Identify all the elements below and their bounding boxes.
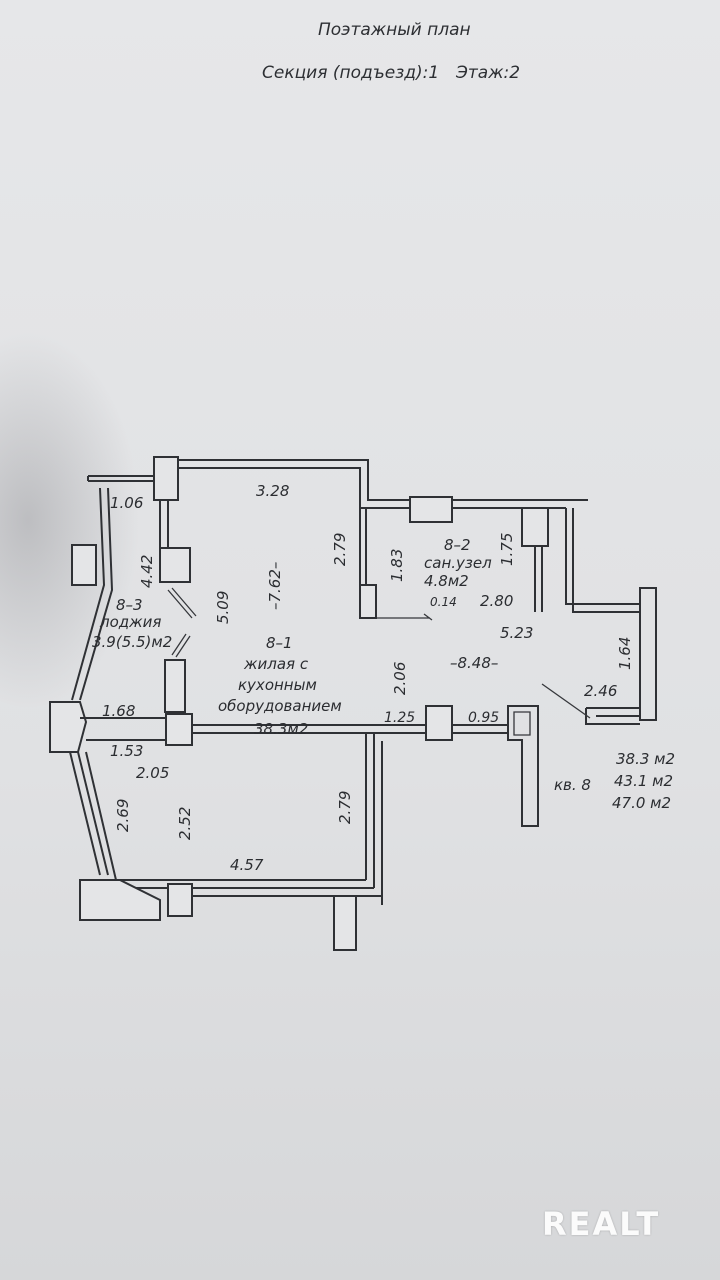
dim-1-75: 1.75 bbox=[498, 533, 516, 566]
right-wall bbox=[639, 587, 657, 721]
dim-1-83: 1.83 bbox=[388, 549, 406, 582]
column-lower bbox=[165, 713, 193, 746]
loggia-area: 3.9(5.5)м2 bbox=[92, 633, 172, 651]
bathroom-top-wall bbox=[452, 499, 588, 509]
apartment-area-living: 38.3 м2 bbox=[616, 750, 675, 768]
bathroom-partition-left bbox=[359, 508, 367, 585]
right-wall-upper bbox=[565, 508, 640, 613]
living-code: 8–1 bbox=[266, 634, 293, 652]
dim-1-53: 1.53 bbox=[110, 742, 143, 760]
dim-1-25: 1.25 bbox=[384, 710, 415, 726]
dim-2-69: 2.69 bbox=[114, 799, 132, 832]
bathroom-shaft bbox=[359, 584, 377, 619]
dim-1-06: 1.06 bbox=[110, 494, 143, 512]
dim-5-23: 5.23 bbox=[500, 624, 533, 642]
dim-4-57: 4.57 bbox=[230, 856, 264, 874]
dim-2-05: 2.05 bbox=[136, 764, 169, 782]
loggia-top-rail bbox=[87, 475, 160, 482]
column-bottom bbox=[167, 883, 193, 917]
bathroom-partition-bottom bbox=[375, 590, 433, 621]
door-swing-upper bbox=[167, 587, 197, 619]
dim-0-95: 0.95 bbox=[468, 710, 499, 726]
dim-2-79-bottom: 2.79 bbox=[336, 791, 354, 824]
living-name-line3: оборудованием bbox=[218, 697, 342, 715]
lower-room-right-wall bbox=[365, 733, 383, 905]
column-upper-mid bbox=[159, 547, 191, 583]
dim-4-42: 4.42 bbox=[138, 555, 156, 588]
dim-7-62: –7.62– bbox=[266, 562, 284, 610]
loggia-name: лоджия bbox=[99, 613, 161, 631]
apartment-label: кв. 8 bbox=[554, 776, 591, 794]
door-swing-lower bbox=[171, 633, 191, 658]
column-top bbox=[153, 456, 179, 501]
dim-2-79-top: 2.79 bbox=[331, 533, 349, 566]
loggia-partition-upper bbox=[159, 500, 169, 548]
bathroom-code: 8–2 bbox=[444, 536, 471, 554]
living-top-wall bbox=[178, 459, 410, 509]
left-pilaster-lower bbox=[79, 879, 161, 921]
bathroom-area: 4.8м2 bbox=[424, 572, 469, 590]
dim-8-48: –8.48– bbox=[450, 654, 498, 672]
corridor-bottom-wall bbox=[192, 724, 508, 734]
column-lower-mid bbox=[164, 659, 186, 713]
dim-1-64: 1.64 bbox=[616, 637, 634, 670]
realt-watermark: REALT bbox=[542, 1205, 661, 1243]
window-top bbox=[409, 496, 453, 523]
page-title: Поэтажный план bbox=[318, 20, 471, 40]
lower-room-bottom-wall bbox=[120, 879, 382, 897]
living-name-line1: жилая с bbox=[243, 655, 309, 673]
loggia-outer-wall-lower bbox=[69, 751, 117, 881]
pointer-line bbox=[541, 683, 591, 719]
right-niche bbox=[585, 707, 640, 725]
floor-label: Этаж:2 bbox=[456, 63, 521, 83]
apartment-area-total: 43.1 м2 bbox=[614, 772, 673, 790]
dim-2-80: 2.80 bbox=[480, 592, 513, 610]
dim-2-46: 2.46 bbox=[584, 682, 617, 700]
loggia-outer-wall-upper bbox=[71, 487, 114, 701]
loggia-side-block bbox=[71, 544, 97, 586]
bathroom-name: сан.узел bbox=[424, 554, 492, 572]
entry-door bbox=[513, 711, 531, 736]
entry-wall bbox=[507, 705, 539, 827]
dim-1-68: 1.68 bbox=[102, 702, 135, 720]
dim-2-52: 2.52 bbox=[176, 807, 194, 840]
loggia-partition-lower bbox=[80, 717, 166, 741]
living-area: 38.3м2 bbox=[254, 720, 308, 738]
apartment-area-with-loggia: 47.0 м2 bbox=[612, 794, 671, 812]
corridor-door-block bbox=[425, 705, 453, 741]
dim-0-14: 0.14 bbox=[430, 595, 457, 609]
dim-5-09: 5.09 bbox=[214, 591, 232, 624]
section-label: Секция (подъезд):1 bbox=[262, 63, 440, 83]
dim-3-28: 3.28 bbox=[256, 482, 289, 500]
loggia-code: 8–3 bbox=[116, 596, 143, 614]
dim-2-06: 2.06 bbox=[391, 662, 409, 695]
living-name-line2: кухонным bbox=[238, 676, 317, 694]
window-right bbox=[521, 507, 549, 547]
lower-column bbox=[333, 895, 357, 951]
left-pilaster-upper bbox=[49, 701, 88, 753]
